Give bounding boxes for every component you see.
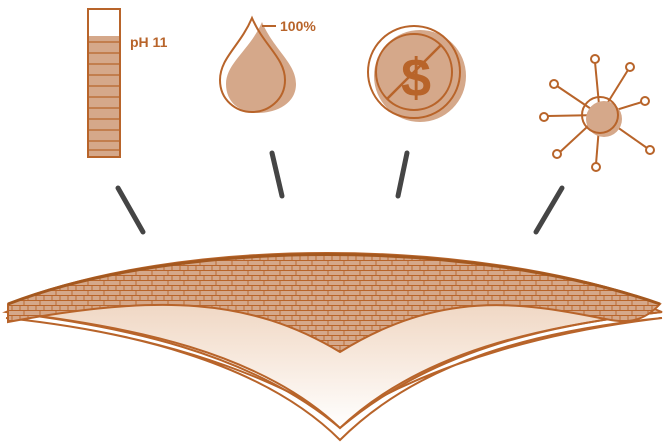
connector-cost	[398, 153, 407, 196]
connector-lines	[118, 153, 562, 232]
connector-ph	[118, 188, 143, 232]
connector-microbe	[536, 188, 562, 232]
ph-label: pH 11	[130, 34, 168, 50]
skin-layers	[6, 253, 662, 440]
no-cost-icon: $	[368, 26, 466, 122]
microbe-icon	[540, 55, 654, 171]
ph-test-tube-icon	[88, 9, 120, 157]
hydration-label: 100%	[280, 18, 316, 34]
dollar-sign: $	[401, 48, 431, 108]
connector-hydration	[272, 153, 282, 196]
